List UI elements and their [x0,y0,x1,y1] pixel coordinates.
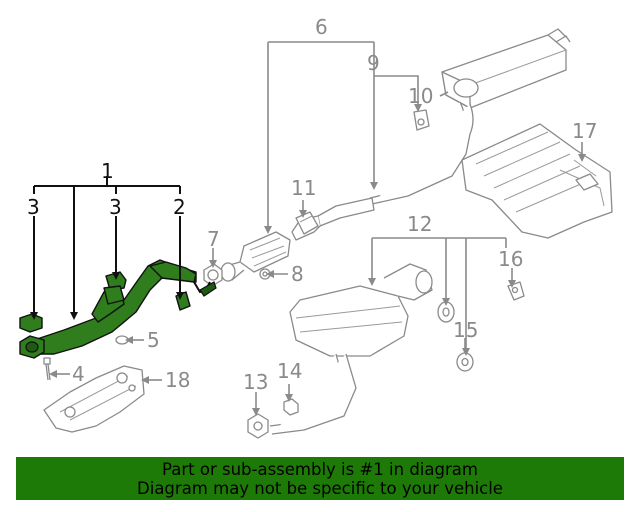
hanger-10-part[interactable] [413,109,430,131]
front-exhaust-pipe-part[interactable] [19,259,217,359]
callout-13[interactable]: 13 [243,370,268,394]
heat-shield-18-part[interactable] [43,365,145,433]
callout-8[interactable]: 8 [291,262,304,286]
nut-14-part[interactable] [283,398,299,416]
callout-3-left[interactable]: 3 [27,195,40,219]
callout-numbers: 1 3 3 2 4 5 6 7 8 9 10 11 12 13 14 15 16… [27,15,597,394]
heat-shield-17-part[interactable] [461,123,613,239]
callout-10[interactable]: 10 [408,84,433,108]
callout-3-right[interactable]: 3 [109,195,122,219]
clamp-11-part[interactable] [295,211,319,235]
bolt-4-part[interactable] [43,357,51,381]
banner-line-2: Diagram may not be specific to your vehi… [137,478,503,498]
callout-14[interactable]: 14 [277,359,302,383]
part-info-banner: Part or sub-assembly is #1 in diagram Di… [16,457,624,500]
gasket-13-part[interactable] [247,413,269,439]
rubber-hanger-15-part[interactable] [456,352,474,372]
callout-17[interactable]: 17 [572,119,597,143]
leader-arrowheads [49,104,586,416]
callout-1[interactable]: 1 [101,159,114,183]
callout-5[interactable]: 5 [147,328,160,352]
rubber-hanger-part[interactable] [437,301,455,323]
callout-15[interactable]: 15 [453,318,478,342]
active-leader-lines [30,176,184,320]
callout-18[interactable]: 18 [165,368,190,392]
callout-4[interactable]: 4 [72,362,85,386]
callout-2[interactable]: 2 [173,195,186,219]
callout-11[interactable]: 11 [291,176,316,200]
rear-muffler-part[interactable] [369,28,571,205]
callout-12[interactable]: 12 [407,212,432,236]
callout-7[interactable]: 7 [207,227,220,251]
callout-9[interactable]: 9 [367,51,380,75]
exhaust-parts-diagram: 1 3 3 2 4 5 6 7 8 9 10 11 12 13 14 15 16… [19,15,613,439]
gasket-7-part[interactable] [203,263,223,287]
callout-16[interactable]: 16 [498,247,523,271]
banner-line-1: Part or sub-assembly is #1 in diagram [162,459,478,479]
callout-6[interactable]: 6 [315,15,328,39]
